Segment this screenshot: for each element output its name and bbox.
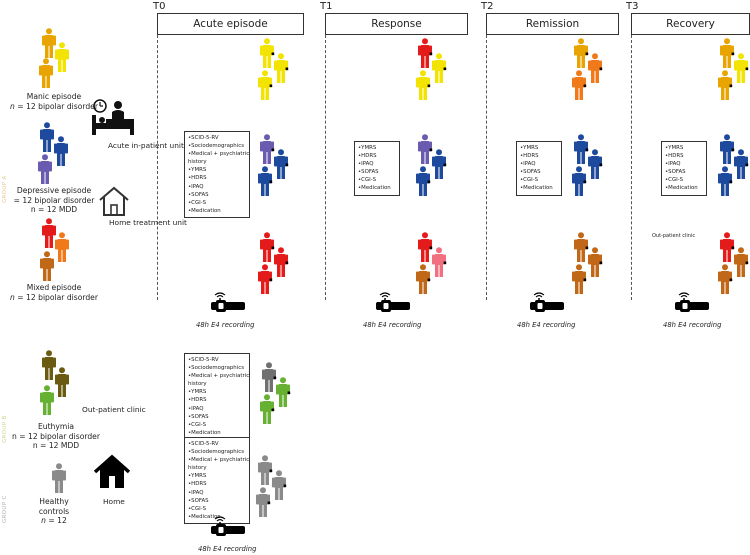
home-label: Home [103,497,125,506]
t1-manic-1 [418,38,433,68]
timepoint-t2-code: T2 [481,1,494,12]
t1-mixed-3 [416,264,431,294]
manic-figure-1 [42,28,56,58]
timeline-divider-t2 [486,35,487,300]
t0-manic-2 [274,53,289,83]
t0-euthymia-3 [260,394,275,424]
t3-depressive-1 [720,134,735,164]
mixed-figure-1 [42,218,56,248]
t0-euthymia-1 [262,362,277,392]
t0-manic-3 [258,70,273,100]
measures-box-t0-group-a: •SCID-5-RV•Sociodemographics•Medical + p… [184,131,250,218]
t3-depressive-3 [718,166,733,196]
phase-box-remission: Remission [486,13,619,35]
t3-manic-2 [734,53,749,83]
timepoint-t0-code: T0 [153,1,166,12]
euthymia-description: Euthymia n = 12 bipolar disorder n = 12 … [12,422,100,450]
mixed-figure-3 [40,251,54,281]
t0-wristband-icon [211,292,245,318]
t1-manic-2 [432,53,447,83]
t0-healthy-2 [272,470,287,500]
t2-depressive-1 [574,134,589,164]
depressive-figure-1 [40,122,54,152]
t3-depressive-2 [734,149,749,179]
phase-box-recovery: Recovery [631,13,750,35]
timeline-divider-t3 [631,35,632,300]
t2-manic-3 [572,70,587,100]
timepoint-t3-code: T3 [626,1,639,12]
manic-episode-description: Manic episode n = 12 bipolar disorder [10,92,98,111]
depressive-episode-description: Depressive episode = 12 bipolar disorder… [13,186,95,214]
t3-recording-label: 48h E4 recording [663,321,722,329]
home-outline-icon [97,185,131,221]
t2-depressive-2 [588,149,603,179]
mixed-episode-description: Mixed episode n = 12 bipolar disorder [10,283,98,302]
t0-healthy-1 [258,455,273,485]
healthy-controls-description: Healthy controls n = 12 [38,497,70,525]
t0-depressive-1 [260,134,275,164]
depressive-figure-2 [54,136,68,166]
timepoint-t1-code: T1 [320,1,333,12]
mixed-figure-2 [55,232,69,262]
t0-manic-1 [260,38,275,68]
t3-outpatient-clinic-label: Out-patient clinic [652,233,696,239]
t0-depressive-3 [258,166,273,196]
t0-mixed-2 [274,247,289,277]
t1-depressive-2 [432,149,447,179]
t2-manic-2 [588,53,603,83]
t2-recording-label: 48h E4 recording [517,321,576,329]
measures-box-t1: •YMRS•HDRS•IPAQ•SOFAS•CGI-S•Medication [354,141,400,196]
t1-depressive-3 [416,166,431,196]
t3-manic-1 [720,38,735,68]
home-filled-icon [93,454,131,494]
euthymia-figure-2 [55,367,69,397]
depressive-figure-3 [38,154,52,184]
hospital-bed-icon [90,97,136,141]
phase-box-response: Response [325,13,468,35]
t0-depressive-2 [274,149,289,179]
healthy-figure-1 [52,463,66,493]
manic-figure-2 [55,42,69,72]
measures-box-t0-group-b: •SCID-5-RV•Sociodemographics•Medical + p… [184,353,250,440]
euthymia-figure-3 [40,385,54,415]
t1-wristband-icon [376,292,410,318]
t1-depressive-1 [418,134,433,164]
measures-box-t3: •YMRS•HDRS•IPAQ•SOFAS•CGI-S•Medication [661,141,707,196]
t2-mixed-1 [574,232,589,262]
measures-box-t0-group-c: •SCID-5-RV•Sociodemographics•Medical + p… [184,437,250,524]
t3-mixed-2 [734,247,749,277]
t3-mixed-3 [718,264,733,294]
t1-mixed-1 [418,232,433,262]
t0-recording-label: 48h E4 recording [196,321,255,329]
t0-mixed-1 [260,232,275,262]
t2-mixed-3 [572,264,587,294]
t0-healthy-3 [256,487,271,517]
t2-wristband-icon [530,292,564,318]
phase-box-acute-episode: Acute episode [157,13,304,35]
group-c-recording-label: 48h E4 recording [198,545,257,553]
t2-depressive-3 [572,166,587,196]
t0-euthymia-2 [276,377,291,407]
t2-mixed-2 [588,247,603,277]
manic-figure-3 [39,58,53,88]
group-c-label: GROUP C [2,495,8,523]
timeline-divider-t0 [157,35,158,300]
measures-box-t2: •YMRS•HDRS•IPAQ•SOFAS•CGI-S•Medication [516,141,562,196]
t1-mixed-2 [432,247,447,277]
group-c-wristband-icon [211,516,245,542]
t3-mixed-1 [720,232,735,262]
t0-mixed-3 [258,264,273,294]
t1-manic-3 [416,70,431,100]
timeline-divider-t1 [325,35,326,300]
acute-inpatient-unit-label: Acute in-patient unit [108,141,184,150]
group-b-outpatient-clinic-label: Out-patient clinic [82,405,146,414]
t3-manic-3 [718,70,733,100]
t2-manic-1 [574,38,589,68]
home-treatment-unit-label: Home treatment unit [109,218,187,227]
t3-wristband-icon [675,292,709,318]
euthymia-figure-1 [42,350,56,380]
t1-recording-label: 48h E4 recording [363,321,422,329]
